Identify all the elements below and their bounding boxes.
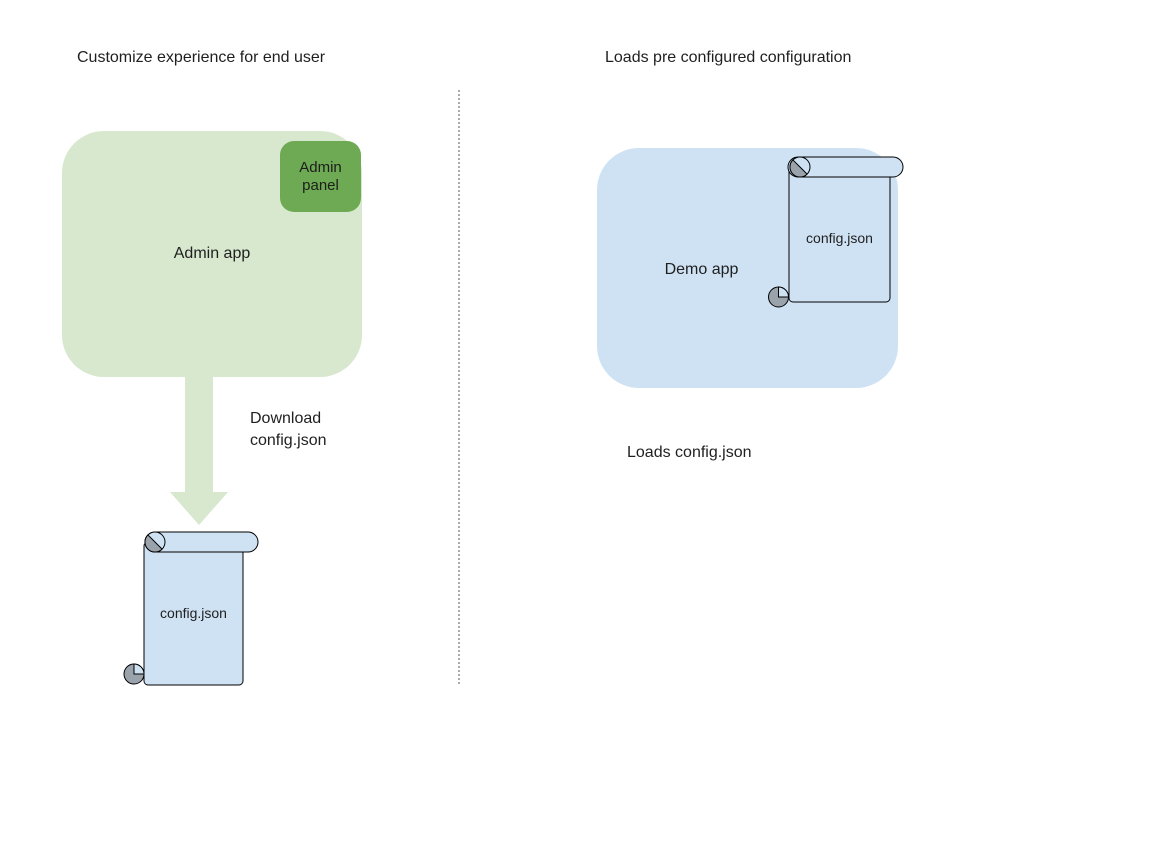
config-scroll-icon-left: [123, 531, 259, 686]
section-divider: [458, 90, 460, 686]
admin-panel-label: Admin panel: [299, 158, 342, 194]
demo-app-label: Demo app: [664, 261, 739, 278]
config-file-label-right: config.json: [806, 230, 873, 246]
download-arrow-icon: [170, 377, 228, 525]
download-arrow-label: Download config.json: [250, 410, 327, 449]
admin-app-label: Admin app: [173, 245, 251, 262]
config-scroll-icon-right: [768, 156, 904, 308]
right-section-title: Loads pre configured configuration: [605, 49, 852, 66]
loads-config-label: Loads config.json: [627, 444, 752, 461]
config-file-label-left: config.json: [160, 605, 227, 621]
admin-panel-box: Admin panel: [280, 141, 361, 212]
left-section-title: Customize experience for end user: [77, 49, 326, 66]
